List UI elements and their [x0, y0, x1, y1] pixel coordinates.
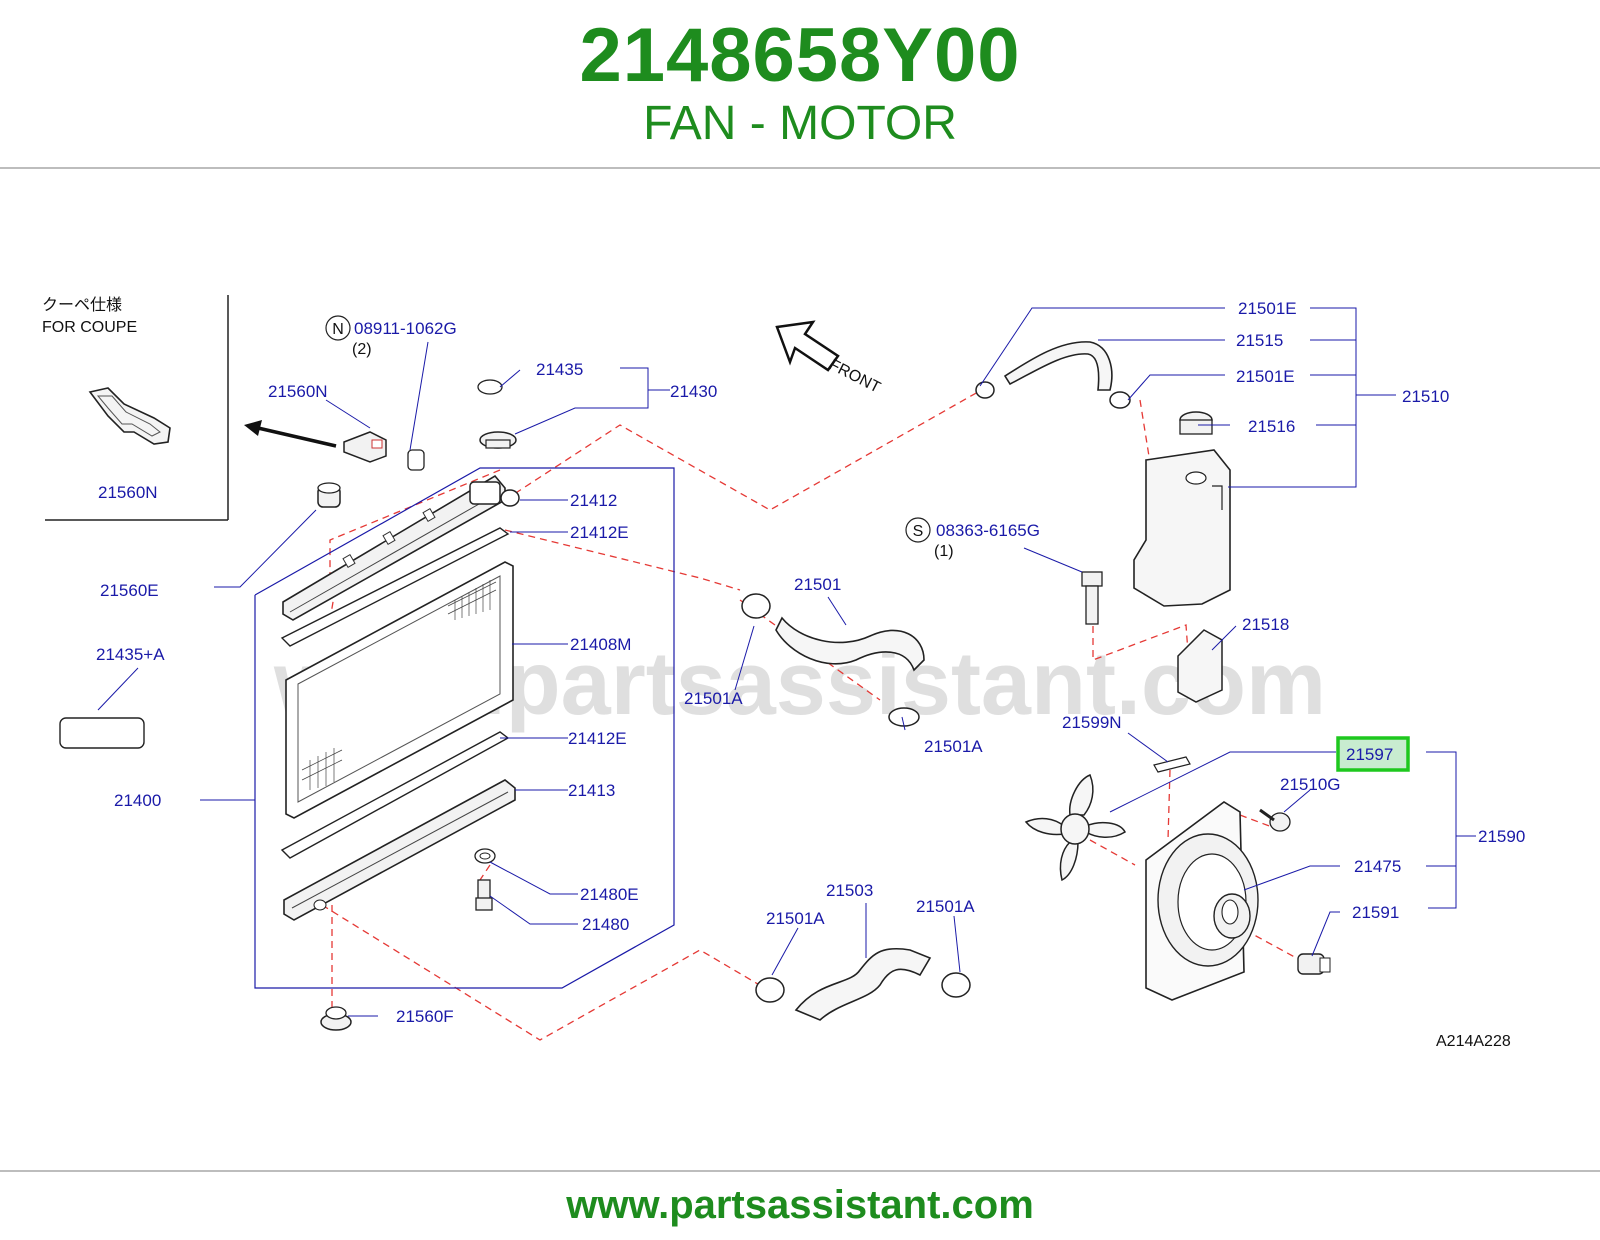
- radiator-filler-neck: [469, 481, 520, 507]
- s-part-number[interactable]: 08363-6165G: [936, 521, 1040, 540]
- label-21560N[interactable]: 21560N: [268, 382, 328, 401]
- hose-clamp-upper-left: [741, 593, 771, 619]
- upper-mount-grommet: [317, 482, 341, 508]
- label-plate: [59, 717, 145, 749]
- label-21430[interactable]: 21430: [670, 382, 717, 401]
- label-21412E-bottom[interactable]: 21412E: [568, 729, 627, 748]
- inset-pointer-arrow: [257, 426, 337, 448]
- reservoir-tank: [1133, 449, 1231, 607]
- front-label: FRONT: [826, 356, 883, 396]
- n-symbol-circle: [325, 315, 351, 341]
- radiator-upper-tank: [282, 474, 506, 621]
- label-21501E-mid[interactable]: 21501E: [1236, 367, 1295, 386]
- hose-clamp-reservoir-top: [975, 381, 995, 399]
- hose-clamp-lower-right: [941, 972, 971, 998]
- figure-code: A214A228: [1436, 1033, 1511, 1050]
- label-21503[interactable]: 21503: [826, 881, 873, 900]
- label-21515[interactable]: 21515: [1236, 331, 1283, 350]
- label-21480[interactable]: 21480: [582, 915, 629, 934]
- drain-plug-washer: [474, 848, 496, 864]
- label-21591[interactable]: 21591: [1352, 903, 1399, 922]
- tank-seal-upper: [280, 527, 510, 647]
- label-21510[interactable]: 21510: [1402, 387, 1449, 406]
- inset-caption: FOR COUPE: [42, 319, 137, 336]
- label-21501A-bottom-left[interactable]: 21501A: [766, 909, 825, 928]
- label-21560E[interactable]: 21560E: [100, 581, 159, 600]
- front-arrow-icon: [775, 320, 840, 372]
- n-part-number[interactable]: 08911-1062G: [354, 319, 457, 338]
- label-21501[interactable]: 21501: [794, 575, 841, 594]
- label-21475[interactable]: 21475: [1354, 857, 1401, 876]
- label-21435A[interactable]: 21435+A: [96, 645, 165, 664]
- n-fastener-callout: N 08911-1062G (2): [325, 315, 457, 358]
- reservoir-cap: [1179, 411, 1213, 435]
- part-name-subtitle: FAN - MOTOR: [643, 97, 957, 150]
- lower-hose: [794, 948, 932, 1021]
- page-header: 2148658Y00 FAN - MOTOR: [0, 0, 1600, 168]
- label-21412E-top[interactable]: 21412E: [570, 523, 629, 542]
- label-21413[interactable]: 21413: [568, 781, 615, 800]
- radiator-group-bracket: [254, 467, 675, 989]
- s-symbol: S: [913, 523, 924, 540]
- label-21501E-top[interactable]: 21501E: [1238, 299, 1297, 318]
- label-21400[interactable]: 21400: [114, 791, 161, 810]
- radiator-cap: [479, 431, 517, 449]
- label-21560F[interactable]: 21560F: [396, 1007, 454, 1026]
- label-21501A-right[interactable]: 21501A: [924, 737, 983, 756]
- radiator-lower-tank: [283, 779, 516, 921]
- label-21435[interactable]: 21435: [536, 360, 583, 379]
- inset-pointer-arrowhead: [244, 420, 262, 436]
- motor-connector: [1297, 953, 1331, 975]
- reservoir-bracket: [1177, 629, 1223, 703]
- upper-hose: [775, 616, 925, 672]
- n-quantity: (2): [352, 341, 372, 358]
- fan-blade: [1024, 774, 1126, 882]
- inset-part-label[interactable]: 21560N: [98, 483, 158, 502]
- part-labels: 21560N 21435 21430 21412 21412E 21560E 2…: [96, 299, 1525, 1026]
- hose-clamp-lower-left: [755, 977, 785, 1003]
- header-divider: [0, 167, 1600, 169]
- inset-japanese-caption: クーペ仕様: [42, 296, 122, 314]
- coupe-inset: クーペ仕様 FOR COUPE 21560N: [42, 295, 229, 521]
- s-fastener-callout: S 08363-6165G (1): [905, 517, 1040, 560]
- hose-clamp-upper-right: [888, 707, 920, 727]
- radiator-core: [285, 561, 514, 819]
- lower-mount-grommet: [320, 1006, 352, 1031]
- n-symbol: N: [332, 321, 344, 338]
- shroud-tape: [1153, 756, 1191, 773]
- label-21480E[interactable]: 21480E: [580, 885, 639, 904]
- label-leader-lines: [97, 307, 1476, 1017]
- label-21599N[interactable]: 21599N: [1062, 713, 1122, 732]
- label-21510G[interactable]: 21510G: [1280, 775, 1341, 794]
- label-21516[interactable]: 21516: [1248, 417, 1295, 436]
- hose-clamp-reservoir-mid: [1109, 391, 1131, 409]
- footer-website-link[interactable]: www.partsassistant.com: [566, 1183, 1034, 1227]
- part-number-title: 2148658Y00: [579, 13, 1021, 98]
- label-21590[interactable]: 21590: [1478, 827, 1525, 846]
- s-quantity: (1): [934, 543, 954, 560]
- s-symbol-circle: [905, 517, 931, 543]
- shroud-screw: [1259, 808, 1291, 832]
- footer-divider: [0, 1170, 1600, 1172]
- bracket-bolt: [1081, 571, 1103, 625]
- mount-bracket: [343, 431, 425, 471]
- label-21501A-bottom-right[interactable]: 21501A: [916, 897, 975, 916]
- inset-seal-part: [88, 387, 171, 445]
- drain-plug: [475, 879, 493, 911]
- fan-shroud: [1145, 801, 1259, 1001]
- cap-seal: [477, 379, 503, 395]
- label-21518[interactable]: 21518: [1242, 615, 1289, 634]
- reservoir-hose: [1003, 341, 1113, 391]
- highlighted-part-box: [1336, 736, 1410, 772]
- label-21408M[interactable]: 21408M: [570, 635, 631, 654]
- label-21501A-left[interactable]: 21501A: [684, 689, 743, 708]
- label-21597[interactable]: 21597: [1346, 745, 1393, 764]
- front-direction-indicator: FRONT: [775, 320, 883, 397]
- label-21412[interactable]: 21412: [570, 491, 617, 510]
